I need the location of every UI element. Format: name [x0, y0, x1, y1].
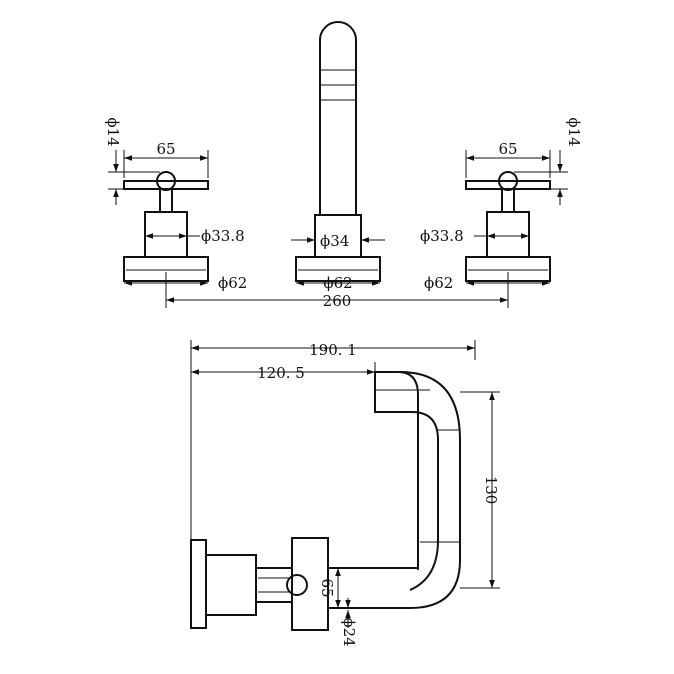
left-handle — [123, 171, 209, 282]
spout-reach-dimension: 120. 5 — [191, 362, 376, 382]
handle-offset-label: 65 — [318, 578, 336, 597]
right-handle-flange-label: ϕ62 — [424, 274, 453, 292]
right-handle-body-label: ϕ33.8 — [420, 227, 464, 245]
spout-reach-label: 120. 5 — [257, 364, 305, 382]
handle-offset-dimension: 65 — [318, 567, 415, 609]
overall-reach-label: 190. 1 — [309, 341, 357, 359]
stem-diameter-label: ϕ24 — [340, 617, 358, 646]
spout-height-dimension: 130 — [460, 391, 500, 589]
side-view: 190. 1 120. 5 130 65 ϕ24 — [190, 340, 500, 647]
center-spacing-label: 260 — [323, 292, 352, 310]
spout-body-label: ϕ34 — [320, 232, 349, 250]
right-handle-dimensions: 65 ϕ14 ϕ33.8 ϕ62 — [420, 117, 583, 292]
left-handle-stem-label: ϕ14 — [104, 117, 122, 146]
left-handle-dimensions: 65 ϕ14 ϕ33.8 ϕ62 — [104, 117, 247, 292]
center-spacing-dimension: 260 — [165, 272, 509, 310]
side-handle — [286, 537, 329, 631]
spout-flange-label: ϕ62 — [323, 274, 352, 292]
front-view: 65 ϕ14 ϕ33.8 ϕ62 ϕ34 ϕ62 65 — [104, 21, 583, 310]
spout-height-label: 130 — [482, 476, 500, 505]
left-handle-flange-label: ϕ62 — [218, 274, 247, 292]
side-spout — [328, 371, 461, 609]
side-wall-flange — [190, 539, 293, 629]
right-handle-stem-label: ϕ14 — [565, 117, 583, 146]
overall-reach-dimension: 190. 1 — [190, 340, 476, 540]
stem-diameter-dimension: ϕ24 — [340, 598, 358, 647]
spout-front-dimensions: ϕ34 ϕ62 — [291, 232, 385, 292]
right-handle — [465, 171, 551, 282]
left-handle-body-label: ϕ33.8 — [201, 227, 245, 245]
right-handle-width-label: 65 — [498, 140, 517, 158]
left-handle-width-label: 65 — [156, 140, 175, 158]
spout-front — [295, 21, 381, 282]
